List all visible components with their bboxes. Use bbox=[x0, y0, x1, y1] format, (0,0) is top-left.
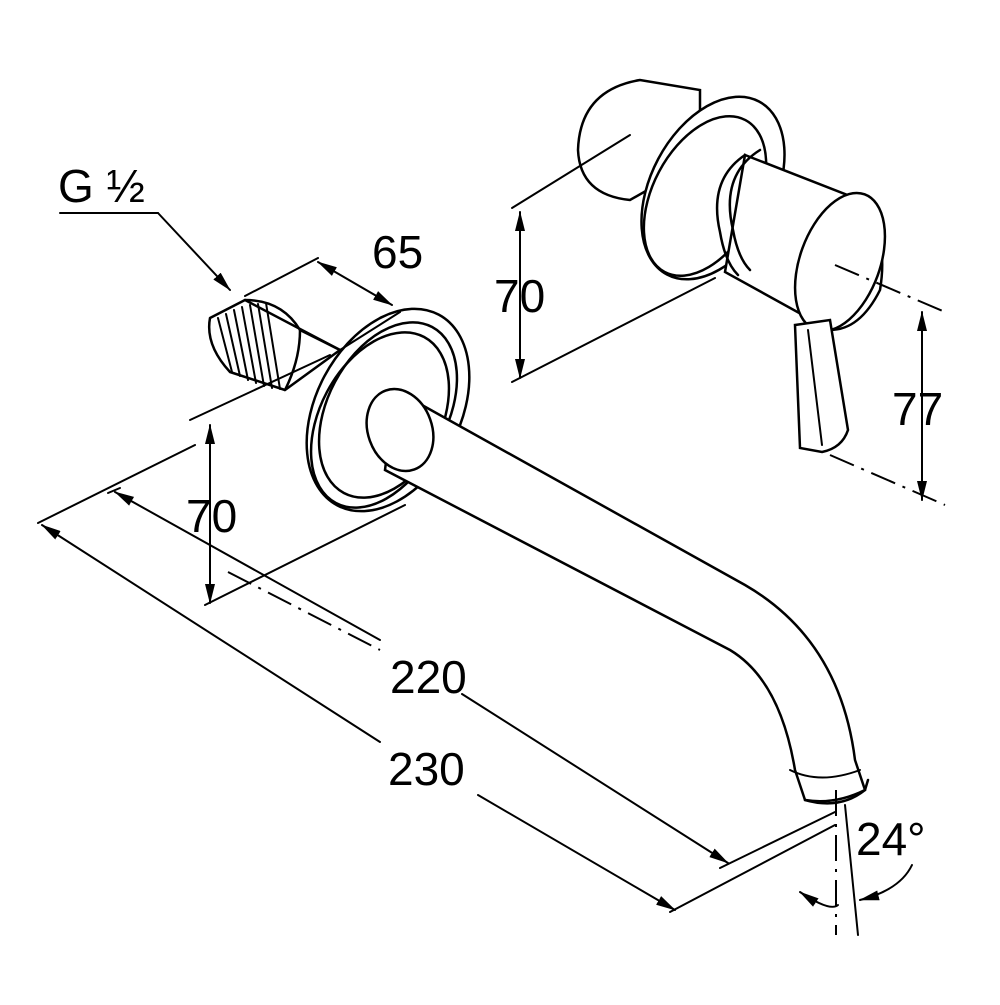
angle-arc-right bbox=[859, 864, 913, 901]
thread-leader-arrow bbox=[157, 212, 231, 291]
dim-65-line bbox=[317, 261, 393, 306]
dim-65-label: 65 bbox=[372, 226, 423, 278]
dim-70-left-label: 70 bbox=[186, 490, 237, 542]
threaded-connector bbox=[207, 298, 342, 392]
extension-lines bbox=[37, 134, 946, 936]
angle-arc-left bbox=[799, 891, 839, 908]
dim-230-label: 230 bbox=[388, 743, 465, 795]
dim-230-line-b bbox=[477, 794, 676, 911]
dimension-lines bbox=[41, 211, 927, 911]
spout-pipe bbox=[365, 387, 870, 805]
dim-220-line-a bbox=[114, 491, 381, 641]
dim-230-line-a bbox=[41, 524, 381, 743]
spout-assembly bbox=[207, 298, 870, 805]
thread-size-label: G ½ bbox=[58, 160, 145, 212]
dim-77-label: 77 bbox=[892, 383, 943, 435]
dim-220-line-b bbox=[461, 693, 729, 864]
mixer-handle-assembly bbox=[576, 78, 887, 454]
angle-24-label: 24° bbox=[856, 813, 926, 865]
dimension-labels: G ½ 65 70 70 77 220 230 24° bbox=[58, 160, 943, 865]
dim-220-label: 220 bbox=[390, 651, 467, 703]
dim-70-right-label: 70 bbox=[494, 270, 545, 322]
